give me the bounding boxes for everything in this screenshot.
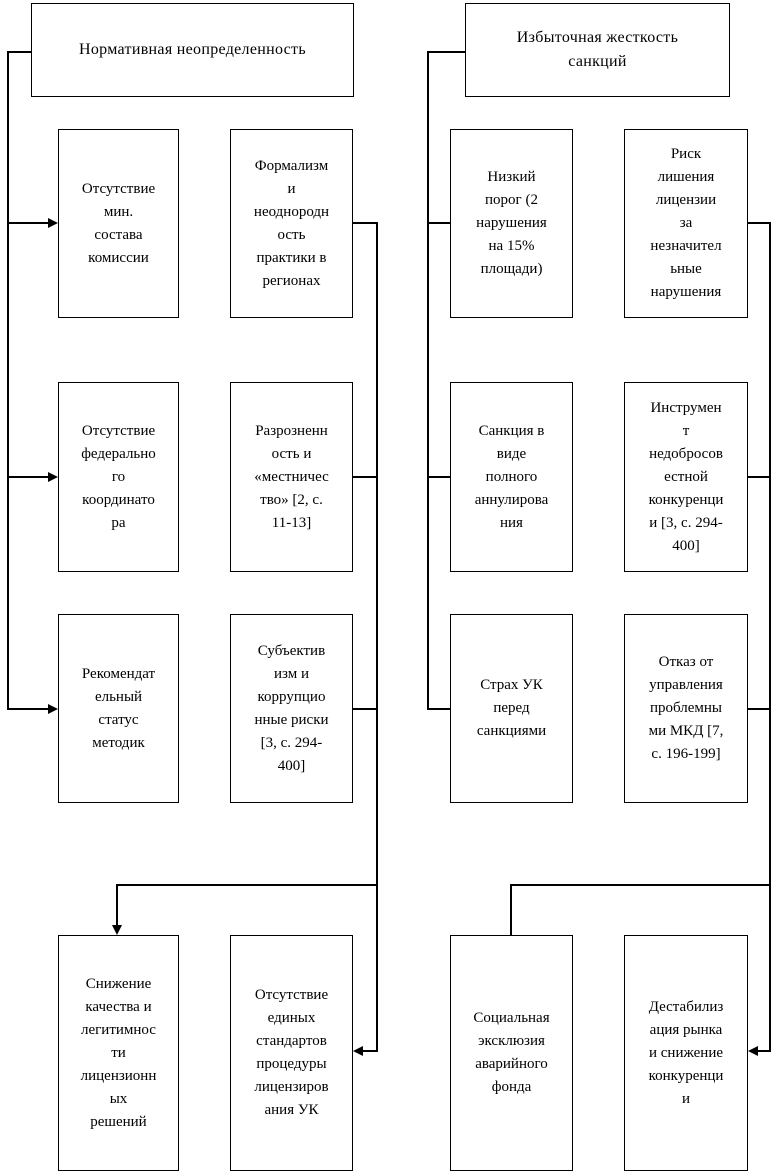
connector-line <box>428 51 466 53</box>
box-no-unified-standards: Отсутствие единых стандартов процедуры л… <box>230 935 353 1171</box>
line-left-collector <box>376 222 378 1052</box>
connector-line <box>428 708 451 710</box>
connector-line <box>353 222 378 224</box>
box-low-threshold: Низкий порог (2 нарушения на 15% площади… <box>450 129 573 318</box>
box-no-federal-coordinator: Отсутствие федерально го координато ра <box>58 382 179 572</box>
connector-line <box>8 476 49 478</box>
connector-line <box>428 222 451 224</box>
arrowhead-down-icon <box>112 925 122 935</box>
box-market-destabilization: Дестабилиз ация рынка и снижение конкуре… <box>624 935 748 1171</box>
box-subjectivism-corruption: Субъектив изм и коррупцио нные риски [3,… <box>230 614 353 803</box>
connector-line <box>428 476 451 478</box>
header-normative-uncertainty: Нормативная неопределенность <box>31 3 354 97</box>
arrowhead-left-icon <box>748 1046 758 1056</box>
connector-line <box>353 476 378 478</box>
line-left-trunk <box>7 51 9 710</box>
box-recommendatory-methods: Рекомендат ельный статус методик <box>58 614 179 803</box>
connector-line <box>510 884 771 886</box>
connector-line <box>362 1050 378 1052</box>
box-full-annulment-sanction: Санкция в виде полного аннулирова ния <box>450 382 573 572</box>
connector-line <box>8 51 32 53</box>
box-min-commission-absence: Отсутствие мин. состава комиссии <box>58 129 179 318</box>
connector-line <box>353 708 378 710</box>
connector-line <box>757 1050 771 1052</box>
line-right-collector <box>769 222 771 1052</box>
box-uk-fear-of-sanctions: Страх УК перед санкциями <box>450 614 573 803</box>
connector-line <box>116 884 378 886</box>
header-excessive-sanctions: Избыточная жесткость санкций <box>465 3 730 97</box>
arrowhead-left-icon <box>353 1046 363 1056</box>
arrowhead-right-icon <box>48 218 58 228</box>
connector-line <box>8 708 49 710</box>
box-unfair-competition-tool: Инструмен т недобросов естной конкуренци… <box>624 382 748 572</box>
connector-line <box>748 708 771 710</box>
arrowhead-right-icon <box>48 472 58 482</box>
connector-line <box>116 884 118 926</box>
box-formalism-regions: Формализм и неоднородн ость практики в р… <box>230 129 353 318</box>
box-refusal-problem-buildings: Отказ от управления проблемны ми МКД [7,… <box>624 614 748 803</box>
box-license-loss-risk: Риск лишения лицензии за незначител ьные… <box>624 129 748 318</box>
connector-line <box>748 476 771 478</box>
connector-line <box>8 222 49 224</box>
box-social-exclusion: Социальная эксклюзия аварийного фонда <box>450 935 573 1171</box>
connector-line <box>748 222 771 224</box>
box-quality-legitimacy-decline: Снижение качества и легитимнос ти лиценз… <box>58 935 179 1171</box>
box-fragmentation-localism: Разрозненн ость и «местничес тво» [2, с.… <box>230 382 353 572</box>
arrowhead-right-icon <box>48 704 58 714</box>
line-right-trunk <box>427 51 429 710</box>
connector-line <box>510 884 512 935</box>
